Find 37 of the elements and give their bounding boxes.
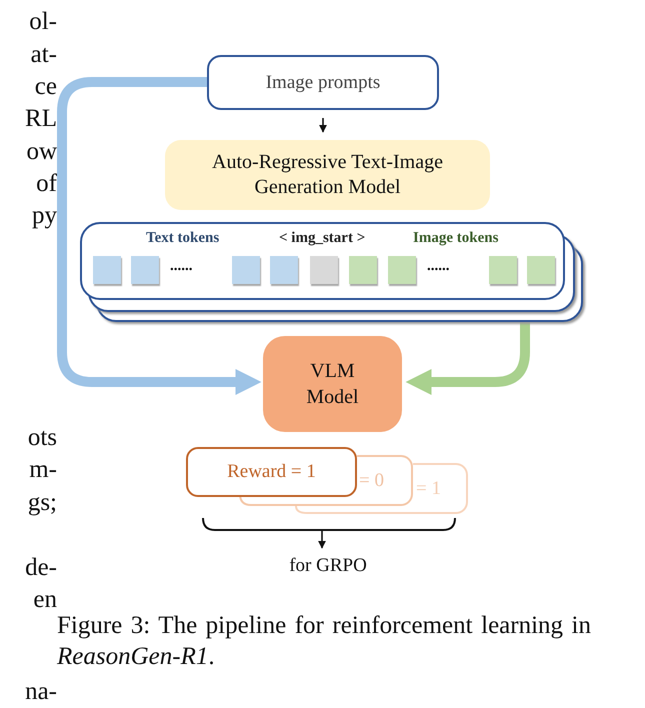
margin-text-fragment: RL — [25, 104, 57, 134]
output-text: for GRPO — [263, 552, 393, 580]
ellipsis: ...... — [427, 257, 450, 276]
vlm-box — [263, 336, 402, 432]
reward-card — [186, 447, 357, 497]
margin-text-fragment: m- — [29, 455, 57, 485]
reward-card — [413, 463, 468, 514]
margin-text-fragment: gs; — [28, 488, 57, 518]
margin-text-fragment: na- — [25, 677, 57, 707]
input-box — [207, 55, 439, 110]
box-label: Auto-Regressive Text-Image Generation Model — [211, 150, 444, 200]
reward-card — [357, 455, 413, 506]
reward-label: Reward = 1 — [227, 461, 316, 483]
arrow — [319, 118, 327, 133]
reward-value: = 0 — [359, 470, 384, 492]
box-label: VLM Model — [305, 359, 360, 410]
margin-text-fragment: ow — [26, 137, 57, 167]
margin-text-fragment: ol- — [29, 7, 57, 37]
token-sequence-card — [80, 222, 565, 300]
figure-caption: Figure 3: The pipeline for reinforcement learning in ReasonGen-R1. — [57, 611, 591, 672]
margin-text-fragment: of — [36, 169, 57, 199]
arrow — [406, 320, 530, 395]
arrow — [318, 530, 326, 549]
margin-text-fragment: py — [32, 201, 57, 231]
arrow — [57, 77, 262, 395]
model-box — [165, 140, 490, 210]
margin-text-fragment: en — [33, 585, 57, 615]
margin-text-fragment: ots — [28, 423, 57, 453]
reward-value: = 1 — [416, 478, 441, 500]
image-tokens-heading: Image tokens — [413, 230, 498, 247]
margin-text-fragment: de- — [25, 553, 57, 583]
ellipsis: ...... — [170, 257, 192, 276]
img-start-token-label: < img_start > — [279, 230, 366, 247]
margin-text-fragment: at- — [30, 40, 57, 70]
margin-text-fragment: ce — [34, 72, 57, 102]
text-tokens-heading: Text tokens — [146, 230, 220, 247]
box-label: Image prompts — [266, 72, 380, 94]
